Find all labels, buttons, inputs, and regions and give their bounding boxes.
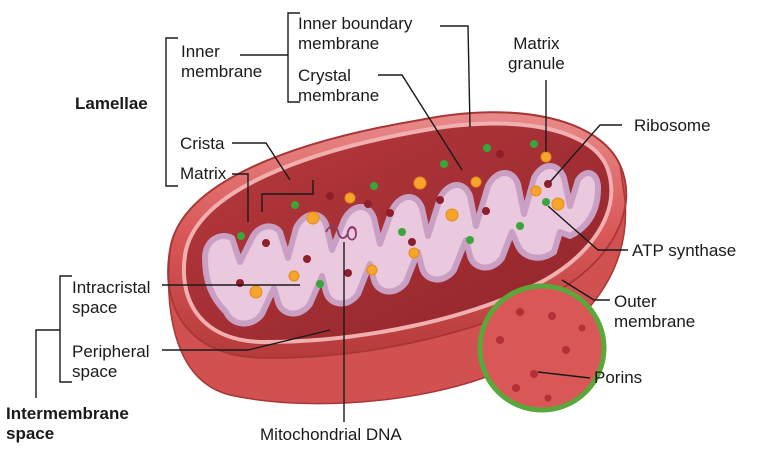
dna-strand (325, 225, 357, 241)
label-porins: Porins (594, 368, 643, 387)
matrix-granules (249, 151, 565, 299)
leader-lines (35, 12, 628, 422)
label-intermembrane-space: Intermembrane space (6, 404, 129, 443)
label-atp-synthase: ATP synthase (632, 241, 737, 260)
label-peripheral-space: Peripheral space (72, 342, 150, 381)
label-matrix: Matrix (180, 164, 227, 183)
atp-synthase-particles (237, 140, 550, 288)
label-inner-membrane: Inner membrane (181, 42, 263, 81)
label-crystal-membrane: Crystal membrane (298, 66, 380, 105)
label-outer-membrane: Outer membrane (614, 292, 696, 331)
label-ribosome: Ribosome (634, 116, 711, 135)
inner-membrane-folds (202, 163, 601, 327)
label-lamellae: Lamellae (75, 94, 148, 113)
label-crista: Crista (180, 134, 225, 153)
ribosomes (236, 150, 552, 287)
label-mitochondrial-dna: Mitochondrial DNA (260, 425, 402, 444)
label-intracristal-space: Intracristal space (72, 278, 151, 317)
porins-magnifier (477, 283, 607, 413)
label-inner-boundary-membrane: Inner boundary membrane (298, 14, 413, 53)
label-matrix-granule: Matrix granule (508, 34, 565, 73)
